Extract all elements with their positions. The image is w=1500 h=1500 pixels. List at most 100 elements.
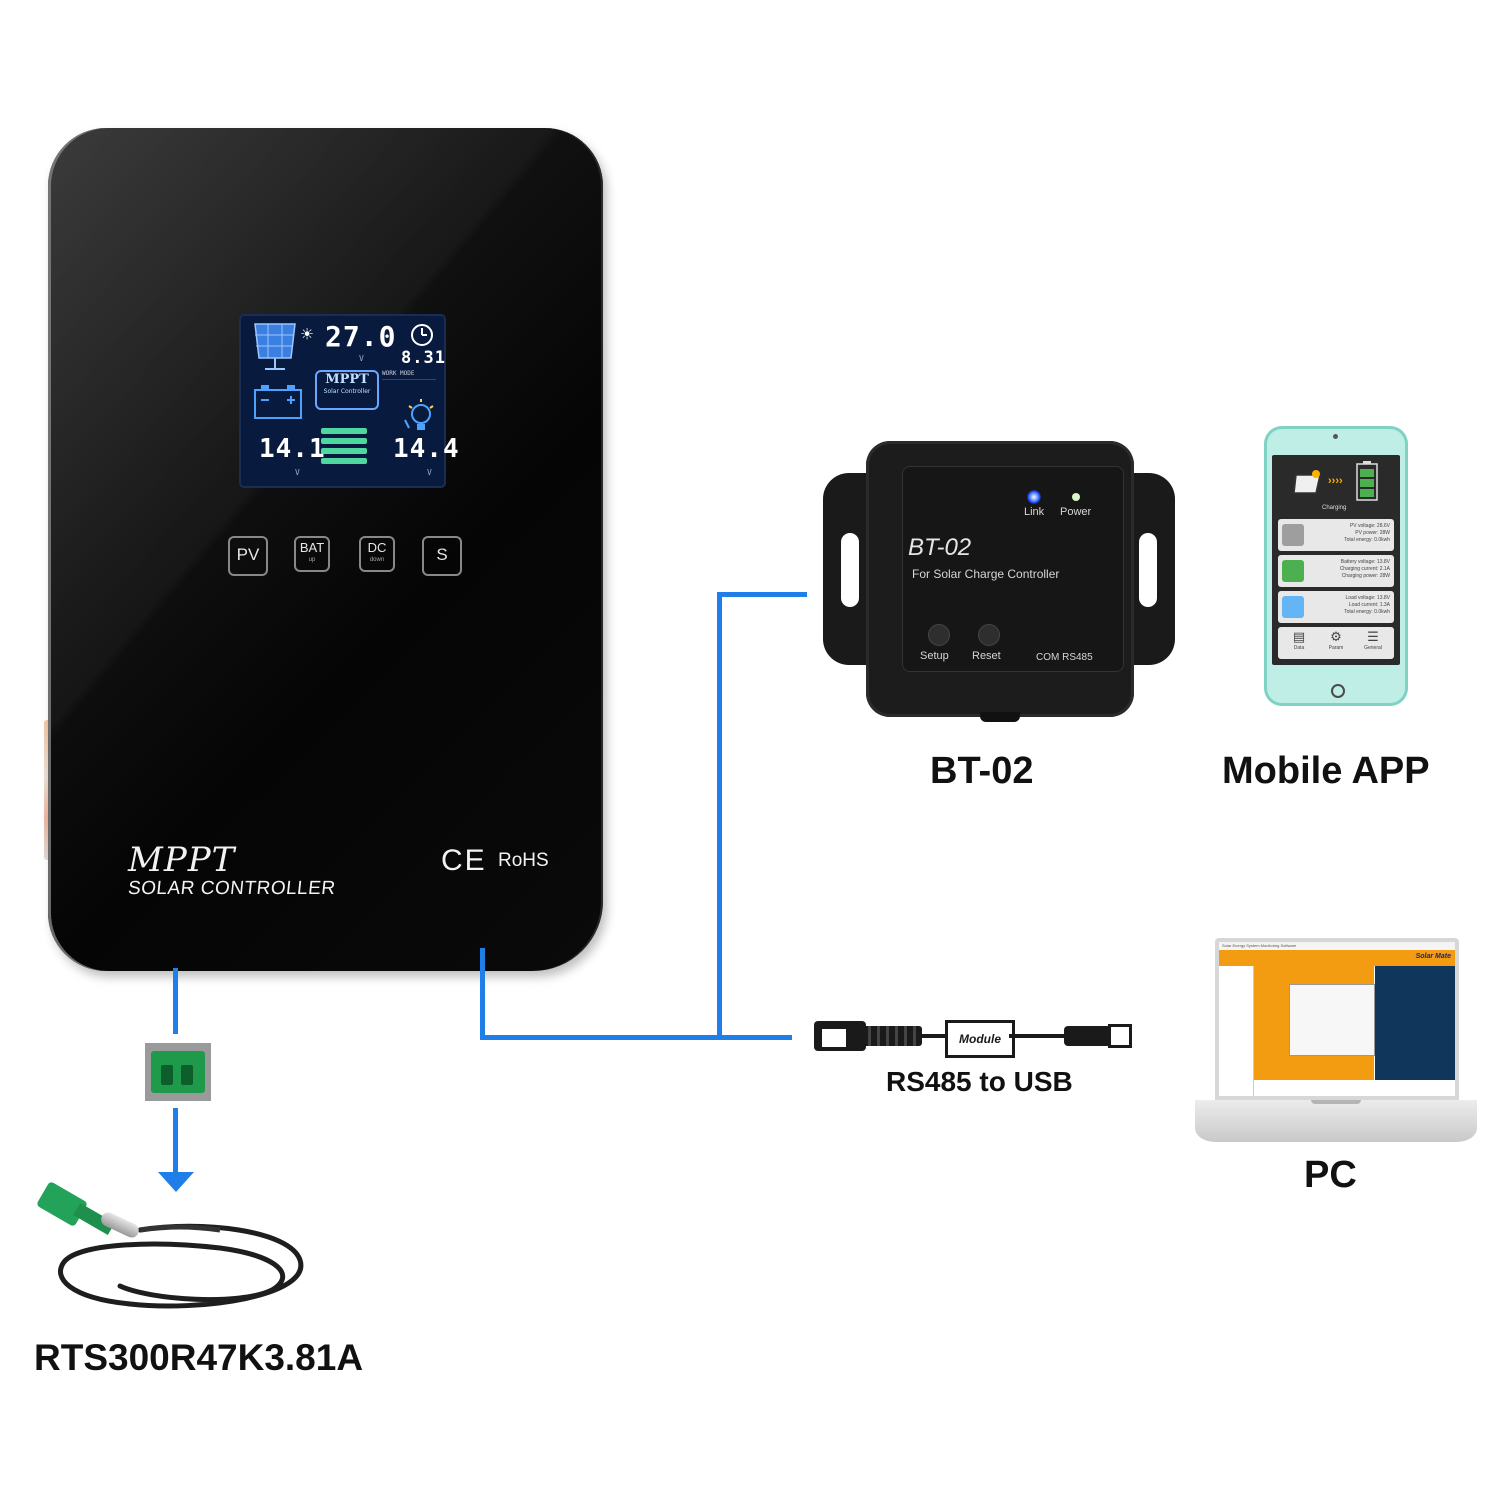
bat-key-label: BAT: [299, 540, 325, 555]
phone-home-button[interactable]: [1331, 684, 1345, 698]
pc-caption: PC: [1304, 1154, 1357, 1196]
mount-hole: [1139, 533, 1157, 607]
usb-plug-boot: [1064, 1026, 1110, 1046]
clock-icon: [411, 324, 433, 346]
bt02-faceplate: Link Power BT-02 For Solar Charge Contro…: [902, 466, 1124, 672]
usb-plug: [1108, 1024, 1132, 1048]
tab-general[interactable]: ☰ General: [1356, 629, 1390, 651]
load-card-text: Load voltage: 13.8V Load current: 1.3A T…: [1310, 595, 1390, 616]
bat-key[interactable]: BAT up: [294, 536, 330, 572]
setup-label: Setup: [920, 650, 949, 662]
solar-panel-icon: [1293, 470, 1321, 494]
link-label: Link: [1024, 506, 1045, 518]
bat-key-sub: up: [308, 557, 316, 563]
mppt-lcd-label: MPPT: [325, 372, 369, 387]
power-led: [1072, 493, 1080, 501]
software-toolbar: Solar Mate: [1219, 950, 1455, 966]
solar-panel-icon: [254, 323, 296, 370]
tab-data[interactable]: ▤ Data: [1282, 629, 1316, 651]
wire-controller-down: [480, 948, 485, 1040]
tab-general-label: General: [1364, 645, 1382, 651]
mobile-app-caption: Mobile APP: [1222, 750, 1430, 792]
battery-card-text: Battery voltage: 13.8V Charging current:…: [1310, 559, 1390, 580]
battery-card-line: Battery voltage: 13.8V: [1340, 559, 1390, 565]
pv-card-line: PV power: 28W: [1355, 530, 1390, 536]
s-key[interactable]: S: [422, 536, 462, 576]
power-label: Power: [1060, 506, 1092, 518]
usb-cable-segment: [920, 1034, 950, 1038]
load-voltage-unit: V: [427, 468, 432, 477]
software-gauge-panel: [1375, 966, 1455, 1084]
terminal-slot: [181, 1065, 193, 1085]
lcd-display: ☀ 27.0 V 8.31 MPPT Solar Controller WORK…: [241, 316, 459, 486]
bt02-subtitle: For Solar Charge Controller: [912, 567, 1060, 581]
software-title-bar: Solar Energy System Monitoring Software: [1219, 942, 1455, 950]
battery-icon: [254, 385, 302, 419]
clock-readout: 8.31: [401, 348, 446, 368]
sensor-caption: RTS300R47K3.81A: [34, 1337, 364, 1378]
flow-arrows-icon: ››››: [1328, 475, 1343, 487]
level-bar: [321, 448, 367, 454]
pv-key[interactable]: PV: [228, 536, 268, 576]
battery-voltage-readout: 14.1: [259, 434, 326, 464]
tab-param[interactable]: ⚙ Param: [1319, 629, 1353, 651]
phone-camera: [1333, 434, 1338, 439]
dc-key-label: DC: [367, 540, 387, 555]
software-sidebar: [1219, 966, 1254, 1096]
bt02-caption: BT-02: [930, 750, 1034, 792]
battery-voltage-unit: V: [295, 468, 300, 477]
load-data-card[interactable]: Load voltage: 13.8V Load current: 1.3A T…: [1278, 591, 1394, 623]
mppt-lcd-badge: MPPT Solar Controller: [315, 370, 379, 410]
arrow-down-icon: [158, 1172, 194, 1192]
mount-hole: [841, 533, 859, 607]
setup-button[interactable]: [928, 624, 950, 646]
home-icon: [1282, 596, 1304, 618]
mppt-lcd-sub: Solar Controller: [323, 388, 371, 395]
pv-data-card[interactable]: PV voltage: 28.6V PV power: 28W Total en…: [1278, 519, 1394, 551]
controller-sheen: [48, 128, 603, 971]
solar-panel-icon: [1282, 524, 1304, 546]
battery-data-card[interactable]: Battery voltage: 13.8V Charging current:…: [1278, 555, 1394, 587]
software-status-bar: [1254, 1080, 1455, 1096]
tab-param-label: Param: [1328, 645, 1344, 651]
wire-controller-to-terminal: [173, 968, 178, 1034]
gear-icon: ⚙: [1330, 629, 1342, 644]
charging-status: Charging: [1322, 505, 1347, 511]
bt02-model-label: BT-02: [908, 534, 972, 561]
level-bar: [321, 458, 367, 464]
reset-button[interactable]: [978, 624, 1000, 646]
terminal-connector: [145, 1043, 211, 1101]
software-title: Solar Energy System Monitoring Software: [1222, 943, 1297, 948]
sensor-cable-icon: [58, 1223, 304, 1309]
pv-card-text: PV voltage: 28.6V PV power: 28W Total en…: [1310, 523, 1390, 544]
bulb-icon: [404, 399, 434, 430]
pv-voltage-readout: 27.0: [325, 320, 397, 353]
reset-label: Reset: [972, 650, 1001, 662]
bt02-cable-stub: [980, 712, 1020, 722]
pv-voltage-unit: V: [359, 354, 364, 363]
battery-level-bars: [321, 428, 367, 468]
battery-icon: [1282, 560, 1304, 582]
sun-icon: ☀: [301, 322, 314, 346]
controller-brand: MPPT: [128, 840, 236, 880]
battery-card-line: Charging current: 2.1A: [1339, 566, 1390, 572]
software-brand: Solar Mate: [1415, 953, 1451, 960]
dc-key[interactable]: DC down: [359, 536, 395, 572]
list-icon: ☰: [1367, 629, 1379, 644]
dc-key-sub: down: [369, 557, 385, 563]
rs485-usb-caption: RS485 to USB: [886, 1066, 1073, 1097]
pv-card-line: Total energy: 0.0kwh: [1344, 537, 1390, 543]
tab-data-label: Data: [1293, 645, 1305, 651]
monitoring-software-screen: Solar Energy System Monitoring Software …: [1219, 942, 1455, 1096]
com-rs485-label: COM RS485: [1036, 652, 1093, 663]
wire-vertical-branch: [717, 592, 722, 1038]
level-bar: [321, 438, 367, 444]
rohs-mark: RoHS: [498, 850, 549, 871]
terminal-slot: [161, 1065, 173, 1085]
load-card-line: Total energy: 0.0kwh: [1344, 609, 1390, 615]
load-card-line: Load voltage: 13.8V: [1345, 595, 1390, 601]
work-mode-label: WORK MODE: [382, 370, 415, 377]
laptop-notch: [1311, 1100, 1361, 1104]
work-mode-indicators: [382, 379, 436, 402]
mppt-controller: ☀ 27.0 V 8.31 MPPT Solar Controller WORK…: [48, 128, 603, 971]
